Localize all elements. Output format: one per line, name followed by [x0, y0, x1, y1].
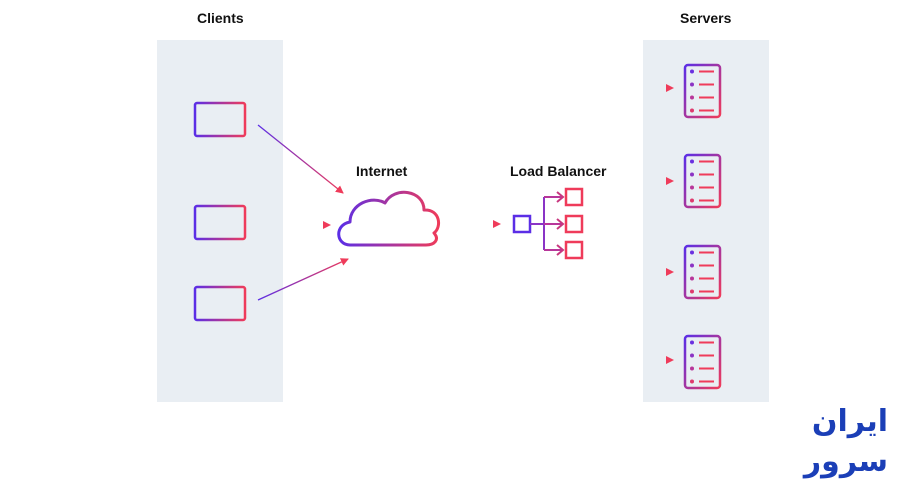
server-rack-icon: [683, 153, 722, 209]
load-balancer-heading: Load Balancer: [510, 163, 607, 179]
server-rack-icon: [683, 244, 722, 300]
load-balancer-icon: [512, 187, 584, 260]
internet-heading: Internet: [356, 163, 408, 179]
laptop-icon: [185, 101, 255, 142]
clients-heading: Clients: [197, 10, 244, 26]
laptop-icon: [185, 285, 255, 326]
cloud-icon: [337, 190, 441, 247]
server-rack-icon: [683, 63, 722, 119]
servers-heading: Servers: [680, 10, 732, 26]
client-arrow: [257, 258, 349, 301]
clients-panel: [157, 40, 283, 402]
laptop-icon: [185, 204, 255, 245]
client-arrow: [257, 124, 344, 194]
server-rack-icon: [683, 334, 722, 390]
network-diagram: [185, 63, 722, 390]
brand-logo: ایران سرور: [803, 404, 888, 479]
